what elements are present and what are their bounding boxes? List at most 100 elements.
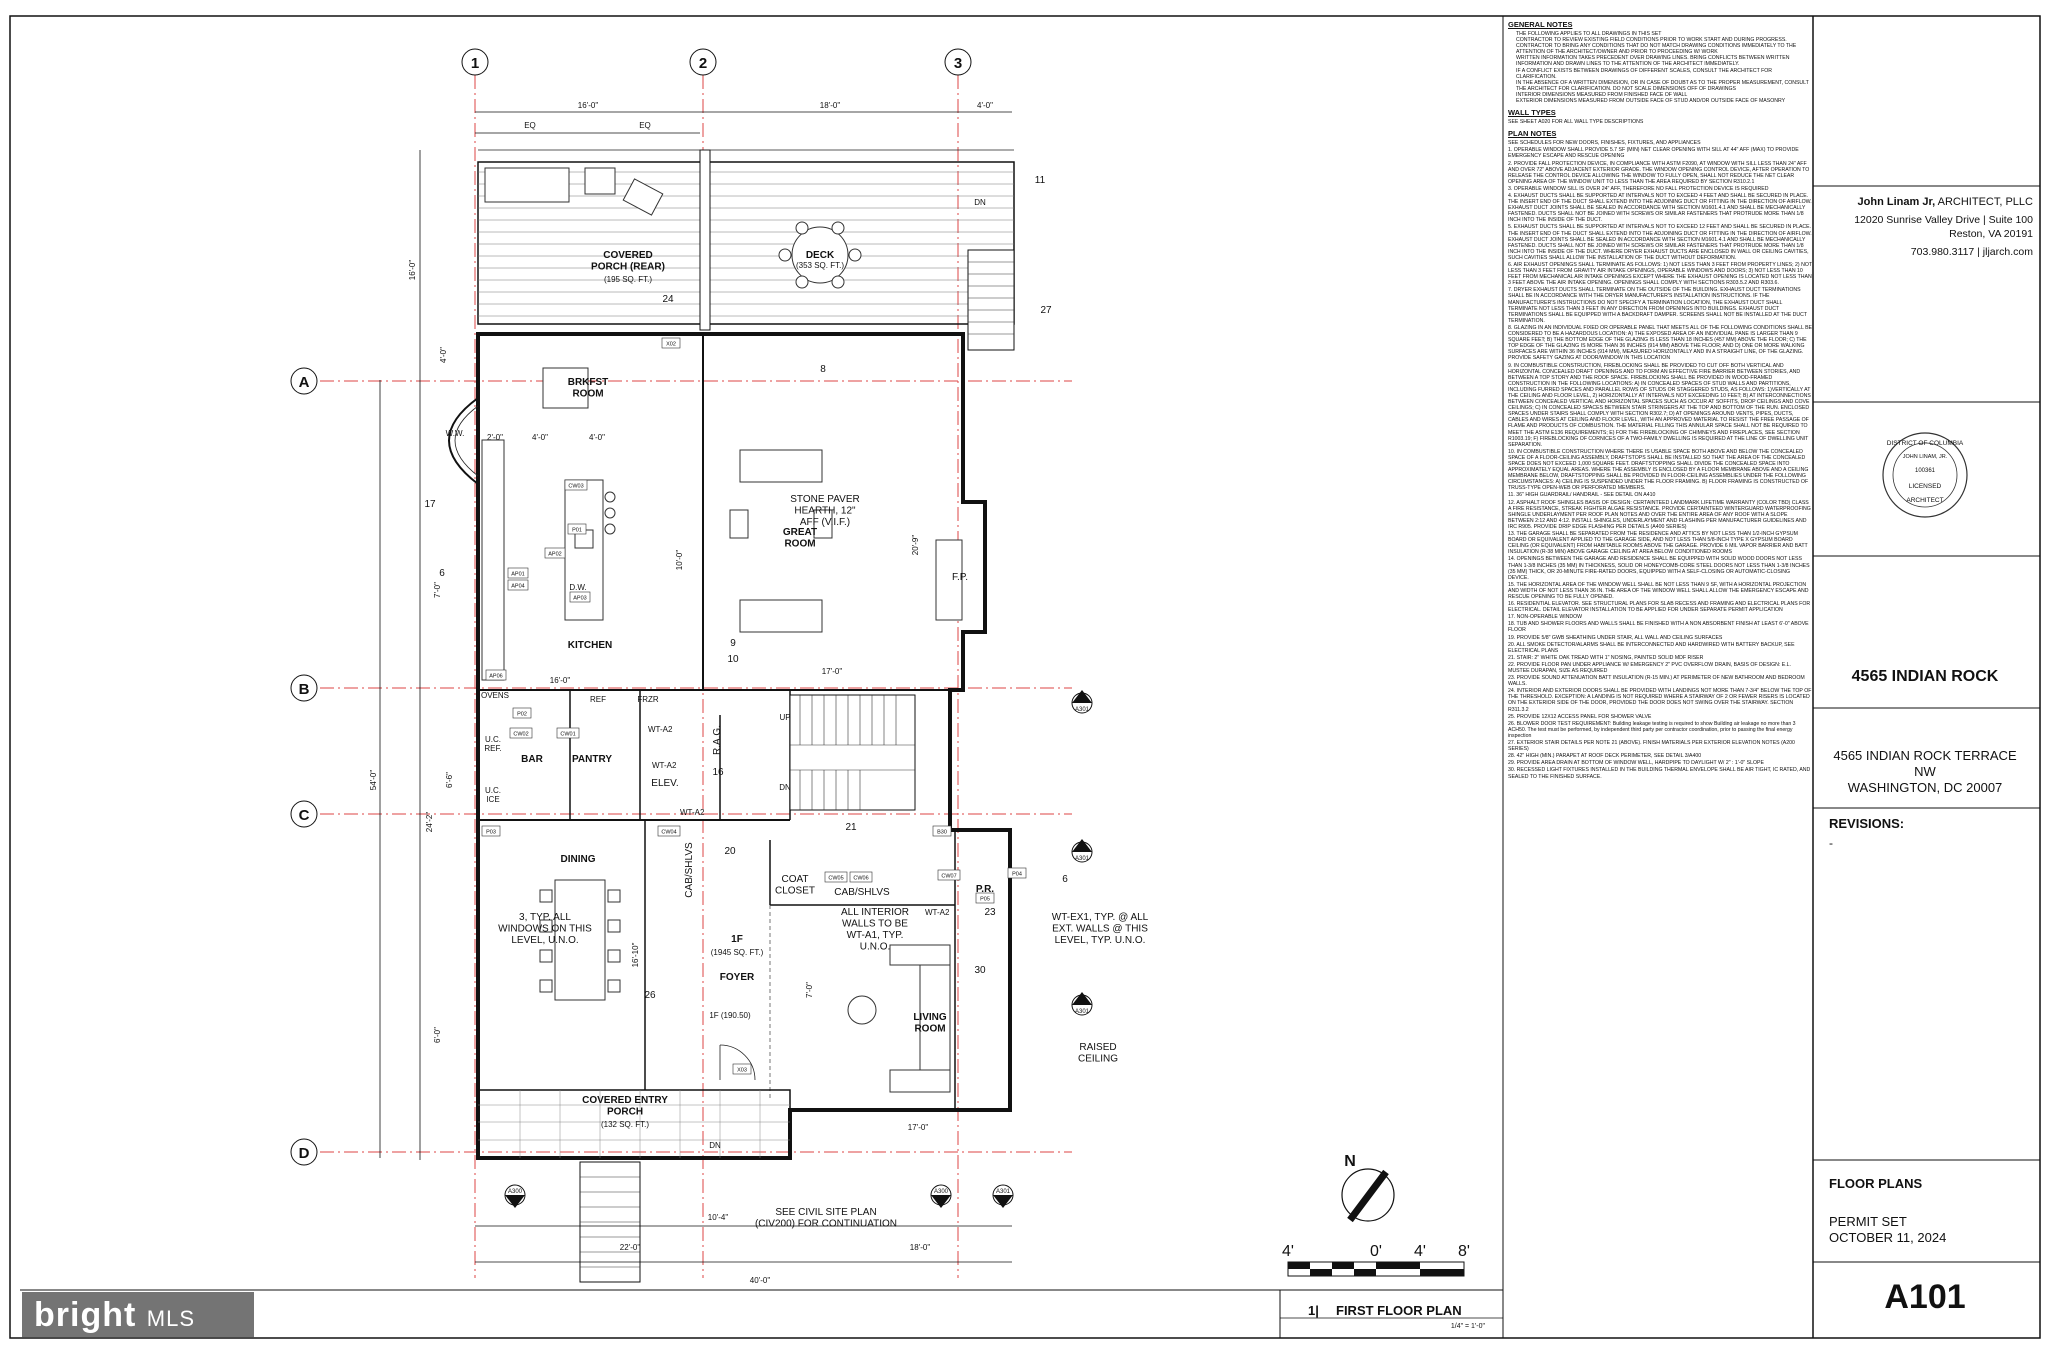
plan-note-13: 13. THE GARAGE SHALL BE SEPARATED FROM T… bbox=[1508, 531, 1808, 556]
keynote-27-deck: 27 bbox=[1040, 305, 1052, 316]
plan-note-27: 27. EXTERIOR STAIR DETAILS PER NOTE 21 (… bbox=[1508, 740, 1795, 753]
covered-porch-rear-area: (195 SQ. FT.) bbox=[604, 275, 652, 284]
firm-phone: 703.980.3117 | jljarch.com bbox=[1910, 246, 2033, 258]
stair-down-label: DN bbox=[779, 783, 791, 792]
plan-note-29: 29. PROVIDE AREA DRAIN AT BOTTOM OF WIND… bbox=[1508, 760, 1764, 767]
scale-label-8: 8' bbox=[1458, 1243, 1470, 1260]
powder-room-label: P.R. bbox=[976, 884, 994, 895]
dim-kitchen-2: 2'-0" bbox=[487, 433, 503, 442]
sheet-number: A101 bbox=[1884, 1278, 1966, 1316]
drawing-scale: 1/4" = 1'-0" bbox=[1451, 1323, 1486, 1330]
general-note-5: IN THE ABSENCE OF A WRITTEN DIMENSION, O… bbox=[1516, 80, 1812, 92]
revisions-label: REVISIONS: bbox=[1829, 816, 1905, 831]
firm-block: John Linam Jr, ARCHITECT, PLLC 12020 Sun… bbox=[1817, 196, 2033, 258]
tag-p04: P04 bbox=[1012, 872, 1022, 878]
graphic-scale: 4' 0' 4' 8' bbox=[1282, 1243, 1470, 1277]
dim-left-54: 54'-0" bbox=[369, 770, 378, 791]
keynote-21: 21 bbox=[845, 822, 857, 833]
deck-area: (353 SQ. FT.) bbox=[796, 261, 844, 270]
grid-row-a: A bbox=[299, 374, 310, 391]
dim-top-18: 18'-0" bbox=[820, 101, 841, 110]
dim-kitchen-16: 16'-0" bbox=[550, 676, 571, 685]
dim-left-16: 16'-0" bbox=[408, 260, 417, 281]
tag-cw03: CW03 bbox=[568, 484, 583, 490]
dim-kitchen-10: 10'-0" bbox=[675, 550, 684, 571]
keynote-30: 30 bbox=[974, 965, 986, 976]
plan-note-12: 12. ASPHALT ROOF SHINGLES BASIS OF DESIG… bbox=[1508, 499, 1811, 530]
plan-notes-list: 1. OPERABLE WINDOW SHALL PROVIDE 5.7 SF … bbox=[1508, 147, 1812, 779]
grid-col-2: 2 bbox=[699, 55, 707, 72]
dim-top-16: 16'-0" bbox=[578, 101, 599, 110]
frzr-label: FRZR bbox=[637, 695, 659, 704]
dim-kitchen-4a: 4'-0" bbox=[532, 433, 548, 442]
grid-row-b: B bbox=[299, 681, 310, 698]
uc-ice-label: U.C.ICE bbox=[485, 786, 501, 804]
first-floor-label: 1F bbox=[731, 934, 743, 945]
keynote-11-deck: 11 bbox=[1035, 175, 1046, 186]
wall-type-tags: WT-A2 WT-A2 WT-A2 WT-A2 bbox=[648, 725, 950, 917]
bar-label: BAR bbox=[521, 754, 543, 765]
equipment-tags: CW03 P01 AP02 AP03 AP01 AP04 AP06 P02 CW… bbox=[481, 337, 1027, 1075]
keynote-16: 16 bbox=[712, 767, 724, 778]
kitchen-fixtures bbox=[481, 367, 963, 681]
tag-x02: X02 bbox=[666, 342, 676, 348]
plan-note-1: 1. OPERABLE WINDOW SHALL PROVIDE 5.7 SF … bbox=[1508, 147, 1799, 160]
dim-foyer-7: 7'-0" bbox=[805, 982, 814, 998]
tag-cw02: CW02 bbox=[513, 732, 528, 738]
dim-left-6-6: 6'-6" bbox=[445, 772, 454, 788]
section-ref-3: A301 bbox=[1075, 1009, 1090, 1015]
tag-p03: P03 bbox=[486, 830, 496, 836]
dim-great-room-20-9: 20'-9" bbox=[911, 535, 920, 556]
drawing-number: 1| bbox=[1308, 1303, 1319, 1318]
dishwasher-label: D.W. bbox=[569, 583, 586, 592]
firm-address-1: 12020 Sunrise Valley Drive | Suite 100 bbox=[1854, 214, 2033, 226]
keynote-9: 9 bbox=[730, 638, 736, 649]
dim-left-6: 6'-0" bbox=[433, 1027, 442, 1043]
plan-note-18: 18. TUB AND SHOWER FLOORS AND WALLS SHAL… bbox=[1508, 621, 1809, 634]
keynote-20: 20 bbox=[724, 846, 736, 857]
dim-bottom-18: 18'-0" bbox=[910, 1243, 931, 1252]
keynote-26: 26 bbox=[644, 990, 656, 1001]
scale-label-4-right: 4' bbox=[1414, 1243, 1426, 1260]
general-note-7: EXTERIOR DIMENSIONS MEASURED FROM OUTSID… bbox=[1516, 98, 1812, 104]
plan-note-23: 23. PROVIDE SOUND ATTENUATION BATT INSUL… bbox=[1508, 675, 1805, 688]
floor-elevation: 1F (190.50) bbox=[709, 1011, 751, 1020]
mls-watermark: bright MLS bbox=[22, 1292, 254, 1338]
issue-date: OCTOBER 11, 2024 bbox=[1829, 1230, 1947, 1245]
firm-address-2: Reston, VA 20191 bbox=[1949, 228, 2033, 240]
rear-porch-deck bbox=[477, 149, 1015, 351]
dim-bottom-10-4: 10'-4" bbox=[708, 1213, 729, 1222]
project-name: 4565 INDIAN ROCK bbox=[1851, 668, 1999, 685]
general-notes-list: THE FOLLOWING APPLIES TO ALL DRAWINGS IN… bbox=[1516, 31, 1812, 104]
general-note-4: IF A CONFLICT EXISTS BETWEEN DRAWINGS OF… bbox=[1516, 68, 1812, 80]
section-ref-4: A300 bbox=[508, 1189, 523, 1195]
tag-p01: P01 bbox=[572, 528, 582, 534]
scale-label-0: 0' bbox=[1370, 1243, 1382, 1260]
pantry-label: PANTRY bbox=[572, 754, 612, 765]
plan-note-8: 8. GLAZING IN AN INDIVIDUAL FIXED OR OPE… bbox=[1508, 324, 1812, 362]
dim-living-17: 17'-0" bbox=[908, 1123, 929, 1132]
grid-lines bbox=[320, 75, 1072, 1278]
dim-top-4: 4'-0" bbox=[977, 101, 993, 110]
project-address-1: 4565 INDIAN ROCK TERRACE bbox=[1833, 748, 2017, 763]
watermark-suffix: MLS bbox=[146, 1306, 196, 1331]
keynote-6-pr: 6 bbox=[1062, 874, 1068, 885]
dim-left-24-2: 24'-2" bbox=[425, 812, 434, 833]
tag-p02: P02 bbox=[517, 712, 527, 718]
dim-dining-16-10: 16'-10" bbox=[631, 942, 640, 967]
dim-left-7: 7'-0" bbox=[433, 582, 442, 598]
seal-architect: ARCHITECT bbox=[1906, 497, 1943, 504]
deck-label: DECK bbox=[806, 250, 835, 261]
plan-note-16: 16. RESIDENTIAL ELEVATOR. SEE STRUCTURAL… bbox=[1508, 601, 1811, 614]
covered-entry-area: (132 SQ. FT.) bbox=[601, 1120, 649, 1129]
ovens-label: OVENS bbox=[481, 691, 509, 700]
dim-bottom-22: 22'-0" bbox=[620, 1243, 641, 1252]
section-ref-1: A301 bbox=[1075, 707, 1090, 713]
tag-ap02: AP02 bbox=[548, 552, 561, 558]
plan-note-3: 3. OPERABLE WINDOW SILL IS OVER 24" AFF,… bbox=[1508, 185, 1769, 192]
